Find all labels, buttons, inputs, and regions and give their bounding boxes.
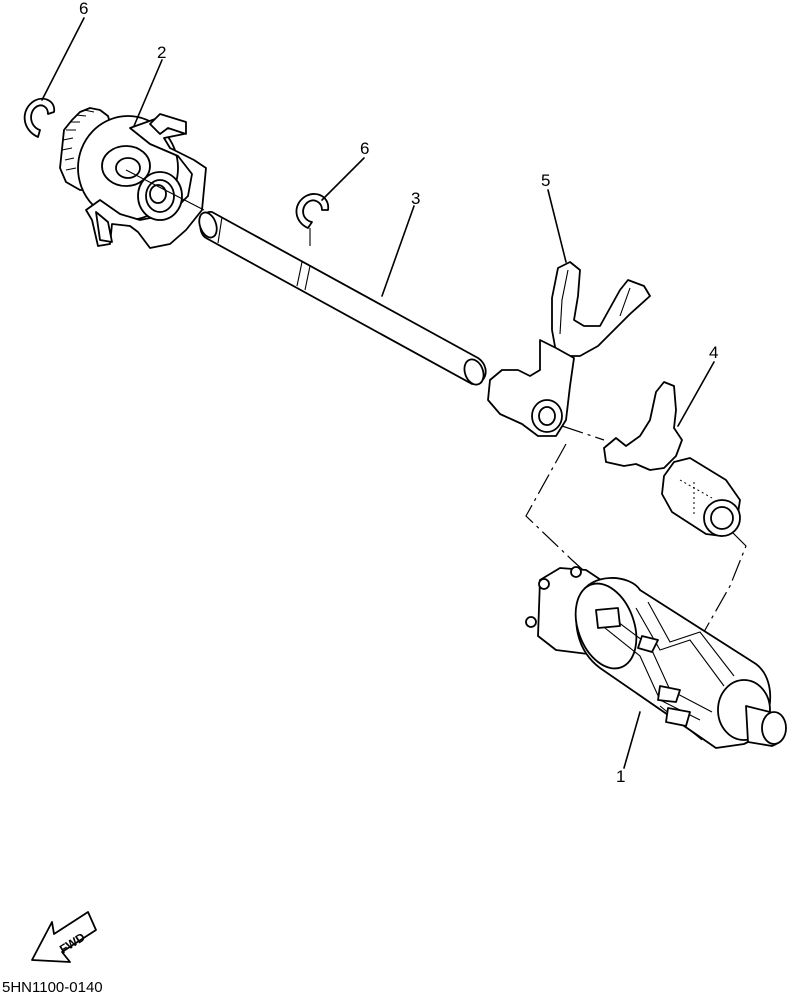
circlip-middle[interactable] [295,193,330,246]
shift-fork-4[interactable] [603,381,741,537]
callout-6-left: 6 [79,0,88,18]
shift-cam-segment[interactable] [59,107,207,249]
assembly-guide-lines [525,425,747,661]
callout-1: 1 [616,767,625,786]
callout-4: 4 [709,343,718,362]
assembly-axis-line [125,169,205,211]
forward-direction-arrow: FWD [31,911,97,963]
callout-2: 2 [157,43,166,62]
callout-3: 3 [411,189,420,208]
diagram-code: 5HN1100-0140 [2,979,103,995]
shift-fork-guide-bar[interactable] [196,210,487,387]
leader-lines [41,17,715,769]
callout-5: 5 [541,171,550,190]
circlip-left[interactable] [23,97,56,138]
callout-6-middle: 6 [360,139,369,158]
shift-drum[interactable] [525,566,787,749]
shift-fork-5[interactable] [487,261,651,437]
